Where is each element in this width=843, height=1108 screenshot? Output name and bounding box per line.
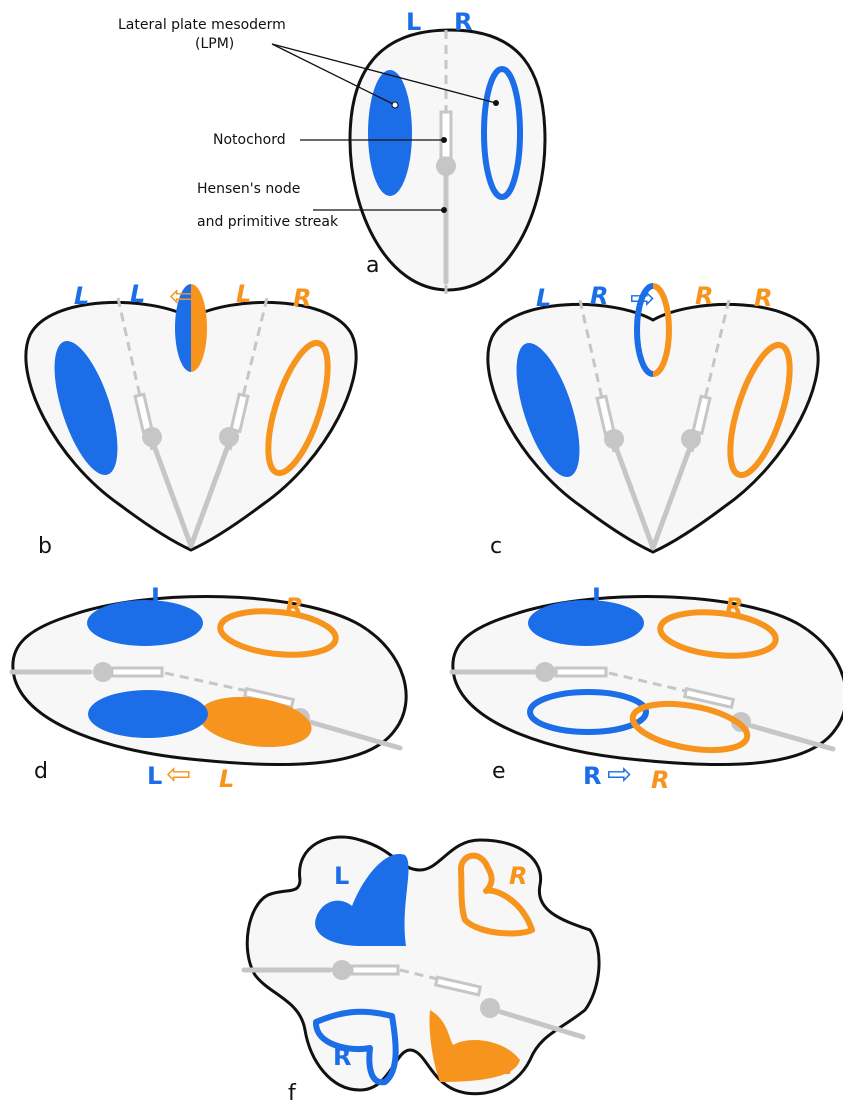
hensens-node-right-b: [219, 427, 239, 447]
panel-f: L R R L f: [244, 837, 599, 1106]
label-L-blue-bottom-d: L: [147, 762, 162, 790]
embryo-outline-f: [247, 837, 599, 1094]
annotation-hensen: Hensen's node: [197, 181, 300, 197]
lpm-bottom-left-blue-d: [88, 690, 208, 738]
label-L-c: L: [536, 284, 551, 312]
annotation-streak: and primitive streak: [197, 214, 339, 230]
annotation-notochord: Notochord: [213, 132, 286, 148]
panel-c: L R ⇨ R R c: [488, 281, 818, 559]
leader-dot-lpm-right: [493, 100, 499, 106]
hensens-node-left-f: [332, 960, 352, 980]
label-L-orange-f: L: [497, 1052, 512, 1080]
label-L-a: L: [406, 8, 421, 36]
panel-letter-e: e: [492, 759, 506, 784]
hensens-node-left-d: [93, 662, 113, 682]
panel-e: L R R ⇨ R e: [452, 583, 843, 794]
panel-letter-c: c: [490, 534, 502, 559]
label-L-top-e: L: [592, 583, 607, 611]
notochord-left-f: [352, 966, 398, 974]
hensens-node-left-e: [535, 662, 555, 682]
arrow-right-icon-c: ⇨: [630, 281, 655, 316]
hensens-node-right-c: [681, 429, 701, 449]
label-L-blue-f: L: [334, 862, 349, 890]
label-L-mid-b: L: [130, 280, 145, 308]
notochord-left-e: [556, 668, 606, 676]
annotation-lpm-abbr: (LPM): [195, 36, 234, 52]
label-R-top-e: R: [725, 593, 743, 621]
lpm-top-left-blue-e: [528, 600, 644, 646]
embryo-outline-d: [13, 597, 406, 765]
notochord-a: [441, 112, 451, 158]
label-R-a: R: [454, 8, 472, 36]
arrow-left-icon-d: ⇦: [166, 757, 191, 792]
label-L-orange-b: L: [236, 280, 251, 308]
annotation-lpm: Lateral plate mesoderm: [118, 17, 286, 33]
panel-letter-f: f: [288, 1081, 297, 1106]
hensens-node-right-f: [480, 998, 500, 1018]
label-R-blue-f: R: [333, 1043, 351, 1071]
arrow-left-icon-b: ⇦: [169, 279, 194, 314]
lpm-left-blue-a: [368, 70, 412, 196]
arrow-right-icon-e: ⇨: [607, 757, 632, 792]
hensens-node-left-c: [604, 429, 624, 449]
label-R-blue-bottom-e: R: [583, 762, 601, 790]
panel-b: L L ⇦ L R b: [26, 279, 356, 559]
label-R-orange-bottom-e: R: [651, 766, 669, 794]
leader-dot-hensen: [441, 207, 447, 213]
hensens-node-left-b: [142, 427, 162, 447]
notochord-left-d: [112, 668, 162, 676]
label-L-top-d: L: [151, 583, 166, 611]
panel-d: L R L ⇦ L d: [12, 583, 406, 793]
label-L-far-b: L: [74, 282, 89, 310]
label-R-orange-far-c: R: [754, 284, 772, 312]
label-L-orange-bottom-d: L: [219, 765, 234, 793]
label-R-orange-b: R: [293, 284, 311, 312]
panel-letter-d: d: [34, 759, 48, 784]
panel-letter-a: a: [366, 253, 379, 278]
lpm-top-left-blue-d: [87, 600, 203, 646]
panel-letter-b: b: [38, 534, 52, 559]
label-R-blue-c: R: [590, 282, 608, 310]
embryo-outline-e: [453, 597, 843, 765]
label-R-top-d: R: [285, 593, 303, 621]
panel-a: L R a Lateral plate mesoderm (LPM) Notoc…: [118, 8, 545, 296]
leader-dot-lpm-left: [392, 102, 398, 108]
label-R-orange-mid-c: R: [695, 282, 713, 310]
label-R-orange-f: R: [509, 862, 527, 890]
leader-dot-notochord: [441, 137, 447, 143]
